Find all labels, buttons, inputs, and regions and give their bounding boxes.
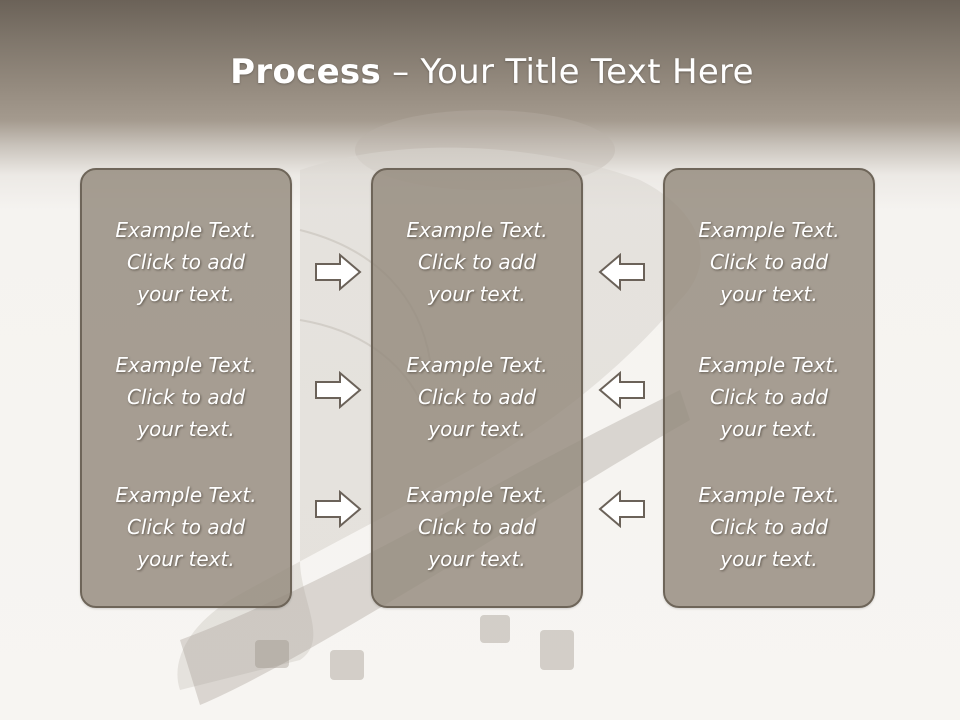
text-line: Example Text. bbox=[115, 483, 257, 507]
text-placeholder[interactable]: Example Text. Click to add your text. bbox=[373, 349, 581, 445]
text-line: Example Text. bbox=[698, 353, 840, 377]
text-line: your text. bbox=[720, 417, 818, 441]
text-placeholder[interactable]: Example Text. Click to add your text. bbox=[665, 214, 873, 310]
text-line: Click to add bbox=[126, 250, 246, 274]
text-placeholder[interactable]: Example Text. Click to add your text. bbox=[82, 214, 290, 310]
text-line: Example Text. bbox=[406, 218, 548, 242]
process-box-left[interactable]: Example Text. Click to add your text. Ex… bbox=[80, 168, 292, 608]
text-line: Example Text. bbox=[115, 353, 257, 377]
text-line: your text. bbox=[428, 417, 526, 441]
process-box-center[interactable]: Example Text. Click to add your text. Ex… bbox=[371, 168, 583, 608]
text-placeholder[interactable]: Example Text. Click to add your text. bbox=[82, 349, 290, 445]
text-line: your text. bbox=[428, 547, 526, 571]
text-placeholder[interactable]: Example Text. Click to add your text. bbox=[373, 479, 581, 575]
text-line: Click to add bbox=[417, 250, 537, 274]
text-line: Example Text. bbox=[115, 218, 257, 242]
text-line: Click to add bbox=[126, 515, 246, 539]
arrow-left-icon[interactable] bbox=[598, 253, 646, 291]
arrow-right-icon[interactable] bbox=[314, 253, 362, 291]
text-placeholder[interactable]: Example Text. Click to add your text. bbox=[665, 479, 873, 575]
text-line: Example Text. bbox=[698, 483, 840, 507]
text-placeholder[interactable]: Example Text. Click to add your text. bbox=[82, 479, 290, 575]
arrow-left-icon[interactable] bbox=[598, 490, 646, 528]
text-line: Example Text. bbox=[698, 218, 840, 242]
slide-title[interactable]: Process – Your Title Text Here bbox=[0, 52, 960, 92]
text-placeholder[interactable]: Example Text. Click to add your text. bbox=[665, 349, 873, 445]
arrow-right-icon[interactable] bbox=[314, 490, 362, 528]
text-line: your text. bbox=[720, 547, 818, 571]
process-box-right[interactable]: Example Text. Click to add your text. Ex… bbox=[663, 168, 875, 608]
arrow-right-icon[interactable] bbox=[314, 371, 362, 409]
text-line: Click to add bbox=[417, 515, 537, 539]
title-bold: Process bbox=[230, 52, 382, 92]
text-line: your text. bbox=[428, 282, 526, 306]
text-line: your text. bbox=[137, 417, 235, 441]
text-line: your text. bbox=[137, 547, 235, 571]
text-line: your text. bbox=[137, 282, 235, 306]
text-line: Click to add bbox=[709, 250, 829, 274]
text-placeholder[interactable]: Example Text. Click to add your text. bbox=[373, 214, 581, 310]
text-line: Click to add bbox=[126, 385, 246, 409]
text-line: Click to add bbox=[709, 515, 829, 539]
text-line: Click to add bbox=[417, 385, 537, 409]
text-line: Example Text. bbox=[406, 483, 548, 507]
text-line: your text. bbox=[720, 282, 818, 306]
title-rest: – Your Title Text Here bbox=[381, 52, 754, 92]
arrow-left-icon[interactable] bbox=[598, 371, 646, 409]
text-line: Click to add bbox=[709, 385, 829, 409]
text-line: Example Text. bbox=[406, 353, 548, 377]
